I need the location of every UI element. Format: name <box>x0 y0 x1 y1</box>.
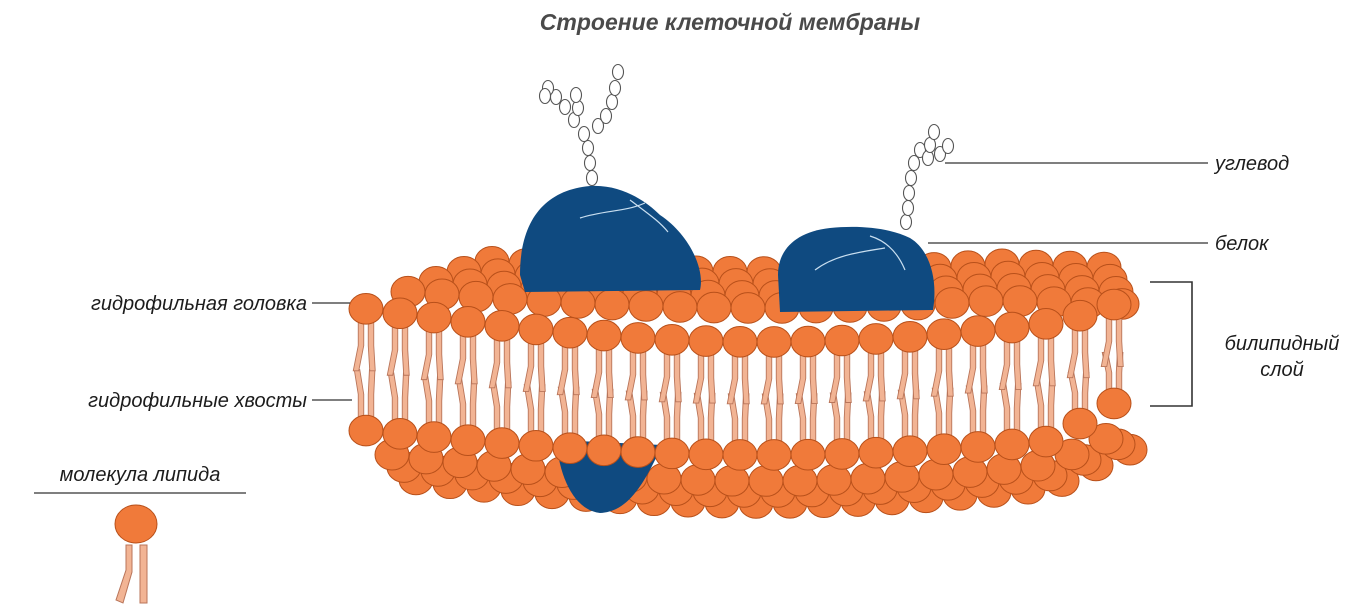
lipid-head <box>417 422 451 453</box>
carbohydrate-bead <box>583 141 594 156</box>
lipid-head <box>519 430 553 461</box>
lipid-head <box>935 288 969 319</box>
lipid-head <box>595 289 629 320</box>
lipid-head <box>1029 426 1063 457</box>
legend-head <box>115 505 157 543</box>
lipid-head <box>417 302 451 333</box>
lipid-head <box>1063 300 1097 331</box>
lipid-head <box>859 324 893 355</box>
label-hydrophilic-head: гидрофильная головка <box>91 293 307 315</box>
lipid-molecule-icon <box>115 505 157 603</box>
lipid-head <box>621 323 655 354</box>
lipid-head <box>961 316 995 347</box>
lipid-head <box>927 319 961 350</box>
lipid-head <box>859 437 893 468</box>
lipid-head <box>731 293 765 324</box>
lipid-head <box>893 436 927 467</box>
lipid-head <box>655 438 689 469</box>
lipid-head <box>561 288 595 319</box>
carbohydrate-bead <box>540 89 551 104</box>
lipid-head <box>757 327 791 358</box>
lipid-head <box>1029 308 1063 339</box>
bilayer-bracket <box>1150 282 1192 406</box>
carbohydrate-bead <box>909 156 920 171</box>
carbohydrate-bead <box>929 125 940 140</box>
lipid-head <box>697 292 731 323</box>
lipid-head <box>629 291 663 322</box>
lipid-head <box>969 286 1003 317</box>
carbohydrate-bead <box>601 109 612 124</box>
label-bilayer-line2: слой <box>1260 359 1304 381</box>
label-bilayer-line1: билипидный <box>1225 333 1340 355</box>
legend-tail <box>140 545 147 603</box>
diagram-title: Строение клеточной мембраны <box>540 9 921 35</box>
lipid-head <box>791 439 825 470</box>
carbohydrate-bead <box>610 81 621 96</box>
lipid-head <box>587 435 621 466</box>
lipid-head <box>723 327 757 358</box>
lipid-head <box>995 429 1029 460</box>
lipid-head <box>927 434 961 465</box>
lipid-head <box>383 419 417 450</box>
lipid-head <box>383 298 417 329</box>
lipid-head <box>689 326 723 357</box>
label-hydrophilic-tails: гидрофильные хвосты <box>88 390 307 412</box>
legend-tail <box>116 545 132 603</box>
lipid-head <box>757 440 791 471</box>
carbohydrate-bead <box>923 151 934 166</box>
lipid-head <box>961 432 995 463</box>
lower-leaflet-front-row <box>349 352 1131 470</box>
carbohydrate-bead <box>560 100 571 115</box>
carbohydrate-bead <box>904 186 915 201</box>
lipid-head <box>553 433 587 464</box>
lipid-head <box>621 437 655 468</box>
lipid-head <box>553 317 587 348</box>
lipid-head <box>723 440 757 471</box>
protein-right <box>778 227 934 312</box>
carbohydrate-bead <box>901 215 912 230</box>
carbohydrate-bead <box>587 171 598 186</box>
carbohydrate-bead <box>579 127 590 142</box>
lipid-head <box>689 439 723 470</box>
lipid-head <box>451 425 485 456</box>
carbohydrate-bead <box>585 156 596 171</box>
label-carbohydrate: углевод <box>1213 153 1289 175</box>
lipid-head <box>485 428 519 459</box>
lipid-head <box>825 325 859 356</box>
protein-left <box>520 186 701 292</box>
lipid-head <box>1063 408 1097 439</box>
lipid-head <box>663 292 697 323</box>
carbohydrate-bead <box>613 65 624 80</box>
lipid-head <box>995 312 1029 343</box>
lipid-head <box>451 307 485 338</box>
lipid-head <box>587 320 621 351</box>
lipid-head <box>893 321 927 352</box>
lipid-head <box>1097 289 1131 320</box>
lipid-head <box>655 325 689 356</box>
carbohydrate-bead <box>571 88 582 103</box>
lipid-head <box>493 284 527 315</box>
lipid-head <box>485 310 519 341</box>
lipid-head <box>1003 286 1037 317</box>
carbohydrate-bead <box>607 95 618 110</box>
label-lipid-molecule: молекула липида <box>60 464 221 486</box>
carbohydrate-bead <box>903 201 914 216</box>
carbohydrate-bead <box>943 139 954 154</box>
lipid-head <box>519 314 553 345</box>
carbohydrate-bead <box>573 101 584 116</box>
lipid-head <box>349 293 383 324</box>
lipid-head <box>1097 388 1131 419</box>
label-protein: белок <box>1215 233 1270 255</box>
lipid-head <box>825 439 859 470</box>
lipid-head <box>791 326 825 357</box>
lipid-head <box>349 415 383 446</box>
carbohydrate-bead <box>906 171 917 186</box>
